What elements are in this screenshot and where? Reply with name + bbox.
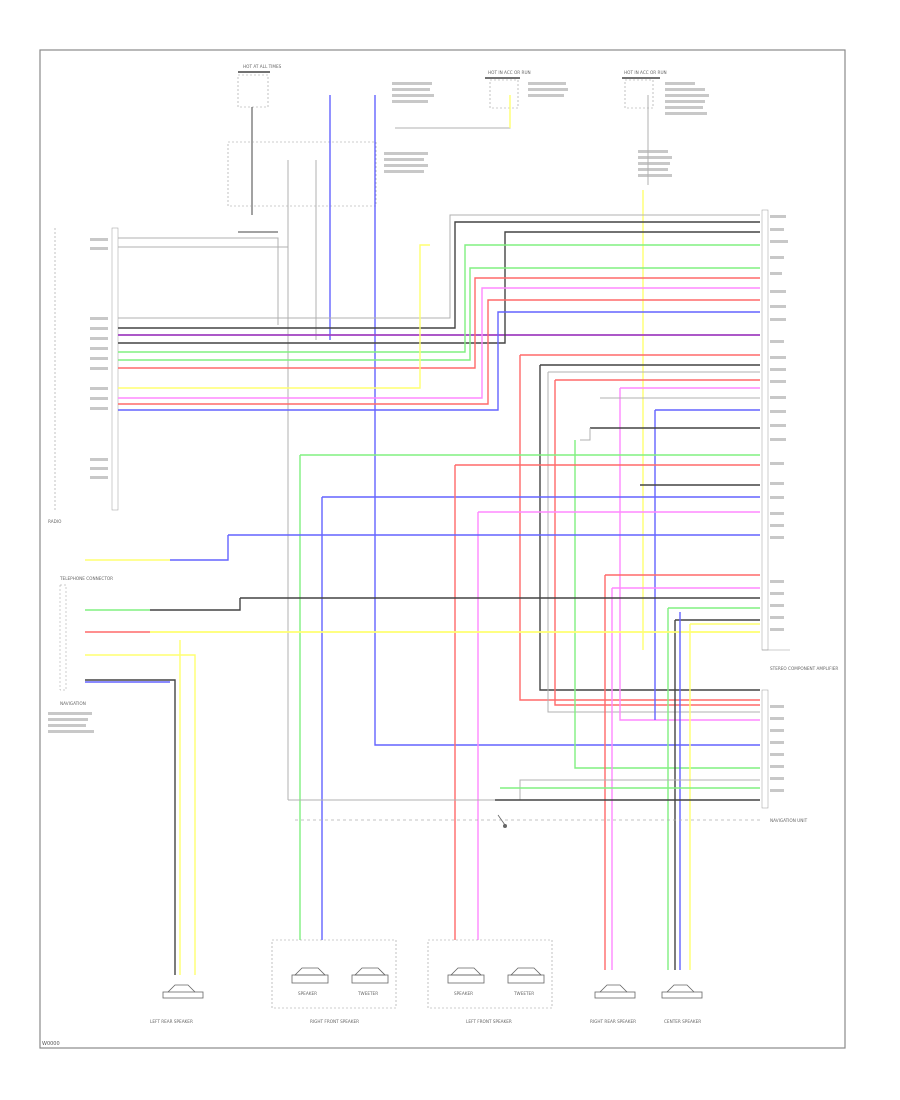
right-front-speaker-group: SPEAKER TWEETER RIGHT FRONT SPEAKER — [291, 967, 389, 1024]
left-front-speaker-label: LEFT FRONT SPEAKER — [466, 1019, 512, 1024]
telephone-connector-label: TELEPHONE CONNECTOR — [59, 576, 113, 581]
amplifier-pin-labels — [770, 215, 788, 792]
telephone-connector: TELEPHONE CONNECTOR NAVIGATION — [48, 576, 113, 733]
junction-connector — [227, 141, 377, 207]
right-front-speaker-woofer-label: SPEAKER — [298, 991, 317, 996]
diagram-border — [39, 49, 846, 1049]
front-right-speaker-box — [271, 939, 397, 1009]
radio-connector: RADIO — [48, 227, 119, 524]
amplifier-connector-upper — [761, 209, 790, 651]
amplifier-connector-lower: STEREO COMPONENT AMPLIFIER NAVIGATION UN… — [761, 666, 838, 823]
navigation-unit-label: NAVIGATION UNIT — [770, 818, 808, 823]
footer-code: W0000 — [42, 1041, 60, 1047]
center-speaker-label: CENTER SPEAKER — [664, 1019, 701, 1024]
left-rear-speaker: LEFT REAR SPEAKER — [150, 984, 204, 1024]
left-rear-speaker-label: LEFT REAR SPEAKER — [150, 1019, 193, 1024]
amplifier-label: STEREO COMPONENT AMPLIFIER — [770, 666, 838, 671]
top-fuse-block-1: HOT AT ALL TIMES — [237, 64, 282, 233]
top-fuse-block-3: HOT IN ACC OR RUN — [622, 70, 667, 109]
left-front-tweeter-label: TWEETER — [513, 991, 534, 996]
wires — [85, 95, 760, 975]
top-fuse-1-label: HOT AT ALL TIMES — [243, 64, 282, 69]
top-fuse-block-2: HOT IN ACC OR RUN — [485, 70, 531, 109]
radio-label: RADIO — [48, 519, 62, 524]
text-noise — [384, 82, 709, 177]
right-front-tweeter-label: TWEETER — [357, 991, 378, 996]
front-left-speaker-box — [427, 939, 553, 1009]
left-front-speaker-woofer-label: SPEAKER — [454, 991, 473, 996]
right-front-speaker-label: RIGHT FRONT SPEAKER — [310, 1019, 359, 1024]
navigation-label: NAVIGATION — [60, 701, 86, 706]
ground-symbol — [497, 814, 507, 828]
top-fuse-3-label: HOT IN ACC OR RUN — [624, 70, 667, 75]
right-rear-speaker-label: RIGHT REAR SPEAKER — [590, 1019, 636, 1024]
left-front-speaker-group: SPEAKER TWEETER LEFT FRONT SPEAKER — [447, 967, 545, 1024]
right-rear-speaker: RIGHT REAR SPEAKER — [590, 984, 636, 1024]
top-fuse-2-label: HOT IN ACC OR RUN — [488, 70, 531, 75]
center-speaker: CENTER SPEAKER — [661, 984, 703, 1024]
